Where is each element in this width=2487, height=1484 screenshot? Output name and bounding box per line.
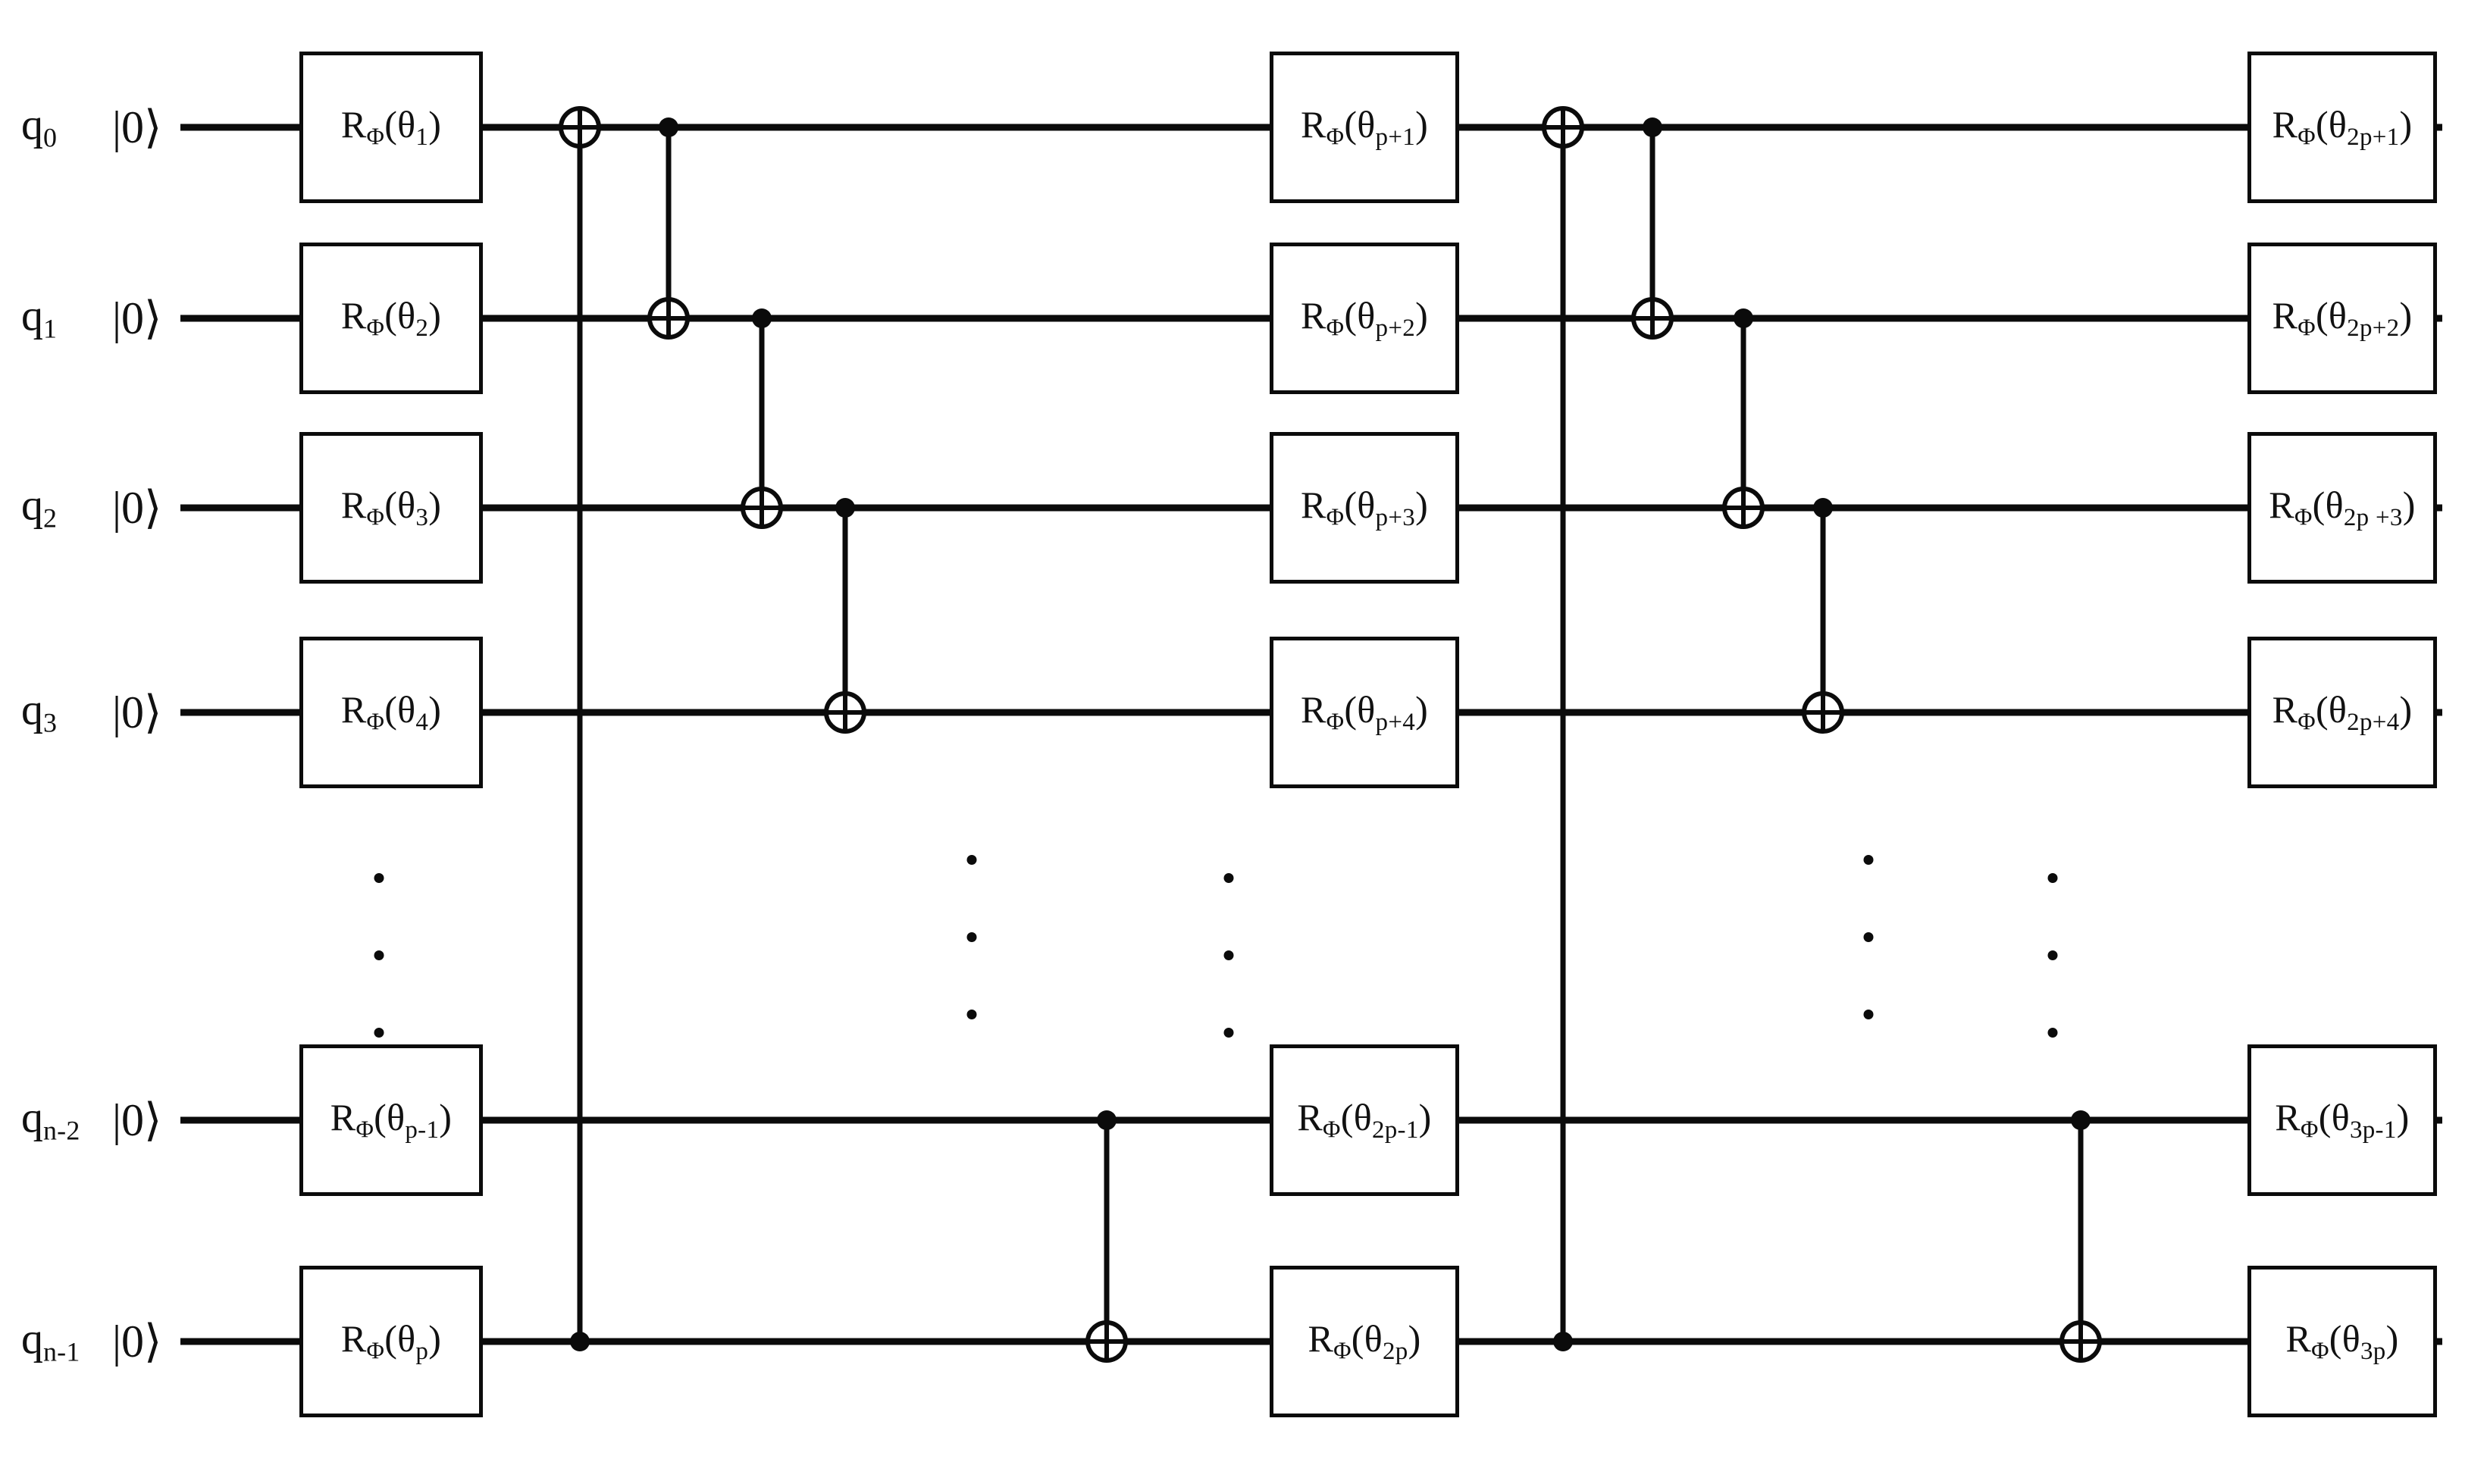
qubit-label-1: q1 [21,290,58,344]
ellipsis-dot [374,873,384,883]
rotation-gate-layer-3-row4[interactable]: RΦ(θ3p-1) [2247,1044,2437,1196]
vdots-col-2 [966,855,977,1019]
ellipsis-dot [1223,873,1234,883]
ket-state-n-1: |0⟩ [112,1317,162,1367]
rotation-gate-layer-1-row0[interactable]: RΦ(θ1) [299,52,483,203]
cnot-link-cx-1-a [666,127,672,318]
rotation-gate-layer-2-row3[interactable]: RΦ(θp+4) [1270,637,1459,788]
cnot-control-dot-cx-2-b[interactable] [1734,308,1753,328]
qubit-label-n-2: qn-2 [21,1092,80,1146]
ket-state-0: |0⟩ [112,102,162,152]
rotation-gate-layer-1-row4[interactable]: RΦ(θp-1) [299,1044,483,1196]
rotation-gate-layer-2-row4[interactable]: RΦ(θ2p-1) [1270,1044,1459,1196]
rotation-gate-layer-3-row2[interactable]: RΦ(θ2p +3) [2247,432,2437,584]
cnot-link-cx-2-d [2078,1120,2084,1342]
ket-state-3: |0⟩ [112,687,162,737]
rotation-gate-label: RΦ(θ2p) [1308,1317,1421,1365]
cnot-control-dot-cx-1-b[interactable] [752,308,772,328]
rotation-gate-label: RΦ(θ2p+4) [2272,687,2413,736]
rotation-gate-label: RΦ(θp+2) [1300,293,1429,342]
cnot-target-xor-icon-cx-1-d[interactable] [1085,1320,1128,1363]
cnot-control-dot-cx-2-c[interactable] [1813,498,1833,518]
rotation-gate-layer-3-row1[interactable]: RΦ(θ2p+2) [2247,243,2437,394]
rotation-gate-label: RΦ(θ3p) [2285,1317,2399,1365]
cnot-link-cx-2-wrap [1560,127,1566,1342]
rotation-gate-layer-1-row5[interactable]: RΦ(θp) [299,1266,483,1417]
ellipsis-dot [1863,1010,1874,1019]
ellipsis-dot [966,855,977,865]
cnot-control-dot-cx-2-d[interactable] [2071,1110,2091,1130]
rotation-gate-label: RΦ(θp+4) [1300,687,1429,736]
ellipsis-dot [966,932,977,942]
ket-state-n-2: |0⟩ [112,1095,162,1145]
cnot-control-dot-cx-2-wrap[interactable] [1553,1332,1573,1351]
cnot-target-xor-icon-cx-2-a[interactable] [1631,297,1674,340]
rotation-gate-layer-2-row5[interactable]: RΦ(θ2p) [1270,1266,1459,1417]
rotation-gate-label: RΦ(θp-1) [330,1095,453,1144]
qubit-label-2: q2 [21,480,58,534]
rotation-gate-label: RΦ(θ4) [340,687,442,736]
cnot-target-xor-icon-cx-1-a[interactable] [647,297,690,340]
ellipsis-dot [1223,950,1234,960]
rotation-gate-label: RΦ(θ2p-1) [1297,1095,1432,1144]
qubit-label-3: q3 [21,684,58,738]
qubit-label-0: q0 [21,99,58,153]
ellipsis-dot [2047,950,2058,960]
vdots-col-5 [2047,873,2058,1038]
rotation-gate-layer-1-row1[interactable]: RΦ(θ2) [299,243,483,394]
cnot-target-xor-icon-cx-1-wrap[interactable] [559,106,601,149]
cnot-control-dot-cx-1-c[interactable] [835,498,855,518]
rotation-gate-label: RΦ(θ3p-1) [2275,1095,2410,1144]
rotation-gate-layer-3-row5[interactable]: RΦ(θ3p) [2247,1266,2437,1417]
cnot-control-dot-cx-1-d[interactable] [1097,1110,1117,1130]
rotation-gate-label: RΦ(θp+3) [1300,483,1429,531]
ellipsis-dot [2047,1028,2058,1038]
cnot-target-xor-icon-cx-2-d[interactable] [2059,1320,2102,1363]
cnot-control-dot-cx-1-wrap[interactable] [570,1332,590,1351]
vdots-col-1 [374,873,384,1038]
rotation-gate-layer-2-row0[interactable]: RΦ(θp+1) [1270,52,1459,203]
rotation-gate-layer-3-row0[interactable]: RΦ(θ2p+1) [2247,52,2437,203]
cnot-target-xor-icon-cx-2-wrap[interactable] [1542,106,1584,149]
rotation-gate-label: RΦ(θ2) [340,293,442,342]
cnot-link-cx-2-a [1649,127,1655,318]
cnot-link-cx-2-c [1820,508,1826,712]
vdots-col-3 [1223,873,1234,1038]
ellipsis-dot [374,1028,384,1038]
vdots-col-4 [1863,855,1874,1019]
ket-state-2: |0⟩ [112,483,162,533]
ellipsis-dot [966,1010,977,1019]
cnot-target-xor-icon-cx-2-c[interactable] [1802,691,1844,734]
cnot-link-cx-1-wrap [577,127,583,1342]
cnot-link-cx-1-d [1104,1120,1110,1342]
rotation-gate-label: RΦ(θ2p+1) [2272,102,2413,151]
ket-state-1: |0⟩ [112,293,162,343]
ellipsis-dot [1863,932,1874,942]
rotation-gate-layer-3-row3[interactable]: RΦ(θ2p+4) [2247,637,2437,788]
cnot-target-xor-icon-cx-1-c[interactable] [824,691,866,734]
rotation-gate-layer-2-row1[interactable]: RΦ(θp+2) [1270,243,1459,394]
rotation-gate-layer-2-row2[interactable]: RΦ(θp+3) [1270,432,1459,584]
ellipsis-dot [2047,873,2058,883]
rotation-gate-label: RΦ(θ2p+2) [2272,293,2413,342]
rotation-gate-layer-1-row3[interactable]: RΦ(θ4) [299,637,483,788]
rotation-gate-label: RΦ(θp+1) [1300,102,1429,151]
cnot-target-xor-icon-cx-2-b[interactable] [1722,487,1765,529]
rotation-gate-label: RΦ(θp) [340,1317,442,1365]
cnot-link-cx-1-c [842,508,848,712]
ellipsis-dot [1223,1028,1234,1038]
cnot-link-cx-1-b [759,318,765,508]
ellipsis-dot [374,950,384,960]
cnot-link-cx-2-b [1740,318,1746,508]
rotation-gate-label: RΦ(θ3) [340,483,442,531]
rotation-gate-label: RΦ(θ2p +3) [2269,483,2416,531]
ellipsis-dot [1863,855,1874,865]
cnot-target-xor-icon-cx-1-b[interactable] [741,487,783,529]
rotation-gate-label: RΦ(θ1) [340,102,442,151]
cnot-control-dot-cx-1-a[interactable] [659,117,678,137]
rotation-gate-layer-1-row2[interactable]: RΦ(θ3) [299,432,483,584]
cnot-control-dot-cx-2-a[interactable] [1643,117,1662,137]
qubit-label-n-1: qn-1 [21,1313,80,1367]
